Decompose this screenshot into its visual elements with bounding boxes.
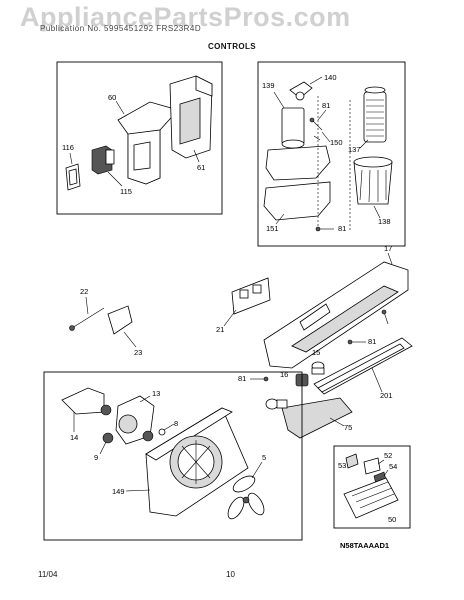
part-81-screw-top[interactable] — [381, 309, 389, 325]
label-53: 53 — [338, 461, 346, 470]
diagram-code: N58TAAAAD1 — [340, 541, 389, 550]
box-small-parts — [333, 445, 411, 529]
label-50: 50 — [388, 515, 396, 524]
label-149: 149 — [112, 487, 125, 496]
label-15: 15 — [312, 348, 320, 357]
label-8: 8 — [174, 419, 178, 428]
part-61-cover[interactable] — [169, 75, 213, 159]
label-14: 14 — [70, 433, 78, 442]
part-138-filter-cap[interactable] — [353, 156, 393, 205]
part-81-screw-housing-right[interactable] — [347, 339, 366, 345]
part-115-switch[interactable] — [91, 145, 115, 175]
label-75: 75 — [344, 423, 352, 432]
label-81-housing-right: 81 — [368, 337, 376, 346]
part-149-fan-shroud[interactable] — [145, 407, 249, 517]
label-16: 16 — [280, 370, 288, 379]
label-151: 151 — [266, 224, 279, 233]
part-21-control-board[interactable] — [231, 277, 271, 315]
part-22-rod[interactable] — [69, 307, 105, 331]
part-150-screw[interactable] — [309, 117, 323, 141]
footer-date: 11/04 — [38, 570, 58, 579]
label-140: 140 — [324, 73, 337, 82]
label-115: 115 — [120, 187, 132, 196]
label-201: 201 — [380, 391, 393, 400]
part-5-fan-blade[interactable] — [225, 473, 267, 522]
part-140-elbow-fitting[interactable] — [289, 81, 313, 101]
label-60: 60 — [108, 93, 116, 102]
part-8-screw[interactable] — [158, 428, 166, 436]
label-5: 5 — [262, 453, 266, 462]
part-14-bracket[interactable] — [61, 387, 105, 415]
watermark: AppliancePartsPros.com — [20, 2, 351, 32]
part-81-screw-housing[interactable] — [315, 226, 334, 232]
label-81-filter: 81 — [322, 101, 330, 110]
label-13: 13 — [152, 389, 160, 398]
label-9: 9 — [94, 453, 98, 462]
part-15-lamp[interactable] — [311, 361, 325, 375]
section-title: CONTROLS — [207, 42, 257, 51]
label-21: 21 — [216, 325, 224, 334]
part-137-filter-cartridge[interactable] — [363, 86, 387, 143]
label-17: 17 — [384, 244, 392, 253]
part-81-screw-left[interactable] — [250, 376, 269, 382]
label-81-housing: 81 — [338, 224, 346, 233]
label-116: 116 — [62, 143, 74, 152]
part-13-fan-motor[interactable] — [115, 395, 155, 445]
part-75-trim[interactable] — [281, 397, 353, 439]
part-23-knob[interactable] — [107, 305, 133, 335]
publication-header: Publication No. 5995451292 FRS23R4D — [40, 24, 202, 33]
part-151-housing[interactable] — [263, 145, 331, 221]
part-60-bracket[interactable] — [117, 101, 179, 185]
part-139-filter-head[interactable] — [281, 107, 305, 155]
label-61: 61 — [197, 163, 205, 172]
part-lamp-bulb[interactable] — [265, 398, 288, 410]
label-23: 23 — [134, 348, 142, 357]
part-50-board[interactable] — [343, 477, 399, 519]
part-52-cover[interactable] — [363, 457, 381, 475]
box-water-filter-assembly — [257, 61, 406, 247]
box-bracket-assembly — [56, 61, 223, 215]
label-81-left: 81 — [238, 374, 246, 383]
label-150: 150 — [330, 138, 343, 147]
label-52: 52 — [384, 451, 392, 460]
label-22: 22 — [80, 287, 88, 296]
box-fan-assembly — [43, 371, 303, 541]
label-139: 139 — [262, 81, 275, 90]
part-201-overlay[interactable] — [313, 337, 413, 395]
part-53-clip[interactable] — [345, 453, 359, 469]
label-137: 137 — [348, 145, 361, 154]
footer-page-number: 10 — [226, 570, 235, 579]
label-54: 54 — [389, 462, 397, 471]
label-138: 138 — [378, 217, 391, 226]
part-9-grommets[interactable] — [100, 404, 154, 444]
part-17-control-housing[interactable] — [263, 261, 409, 369]
part-116-clip[interactable] — [65, 163, 81, 191]
